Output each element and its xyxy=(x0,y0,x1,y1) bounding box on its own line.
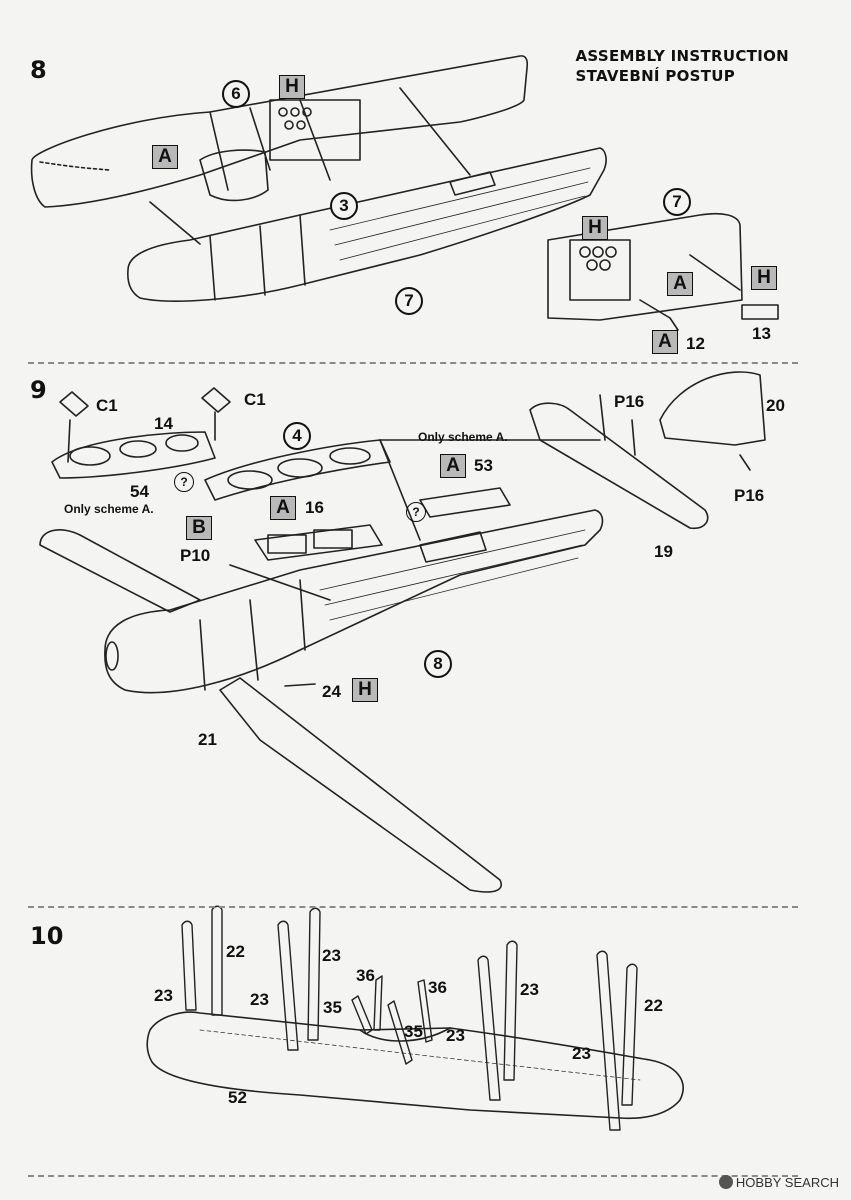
question-mark-2: ? xyxy=(406,502,426,522)
detail-code-h1: H xyxy=(582,216,608,240)
label-23-d: 23 xyxy=(446,1026,465,1045)
code-h24: H xyxy=(352,678,378,702)
title-line-2: STAVEBNÍ POSTUP xyxy=(575,67,736,85)
circle-4: 4 xyxy=(283,422,311,450)
label-23-b: 23 xyxy=(250,990,269,1009)
label-23-a: 23 xyxy=(154,986,173,1005)
label-12: 12 xyxy=(686,334,705,353)
divider-2 xyxy=(28,906,798,908)
code-a: A xyxy=(152,145,178,169)
label-c1-right: C1 xyxy=(244,390,266,409)
label-22-right: 22 xyxy=(644,996,663,1015)
question-mark-1: ? xyxy=(174,472,194,492)
canopy-parts xyxy=(51,387,511,561)
label-13: 13 xyxy=(752,324,771,343)
lower-fuselage-half xyxy=(127,87,607,302)
detail-circle-7: 7 xyxy=(663,188,691,216)
label-14: 14 xyxy=(154,414,173,433)
code-a53: A xyxy=(440,454,466,478)
divider-1 xyxy=(28,362,798,364)
cockpit-detail xyxy=(547,212,779,334)
upper-fuselage-half xyxy=(30,55,529,208)
label-23-f: 23 xyxy=(572,1044,591,1063)
label-p16-top: P16 xyxy=(614,392,645,411)
label-52: 52 xyxy=(228,1088,247,1107)
only-scheme-left: Only scheme A. xyxy=(64,502,154,516)
hobby-search-logo-icon xyxy=(718,1175,733,1189)
watermark: HOBBY SEARCH xyxy=(718,1175,839,1190)
assembly-title: ASSEMBLY INSTRUCTION STAVEBNÍ POSTUP xyxy=(576,46,789,86)
label-16: 16 xyxy=(305,498,324,517)
step-number-10: 10 xyxy=(30,922,64,950)
circle-3: 3 xyxy=(330,192,358,220)
only-scheme-right: Only scheme A. xyxy=(418,430,508,444)
step-number-8: 8 xyxy=(30,56,47,84)
label-20: 20 xyxy=(766,396,785,415)
code-a16: A xyxy=(270,496,296,520)
label-23-e: 23 xyxy=(520,980,539,999)
label-35-a: 35 xyxy=(323,998,342,1017)
circle-6: 6 xyxy=(222,80,250,108)
label-19: 19 xyxy=(654,542,673,561)
detail-code-h2: H xyxy=(751,266,777,290)
label-p16-bottom: P16 xyxy=(734,486,765,505)
step-number-9: 9 xyxy=(30,376,47,404)
struts xyxy=(181,905,638,1131)
divider-3 xyxy=(28,1175,798,1177)
detail-code-a2: A xyxy=(652,330,678,354)
label-24: 24 xyxy=(322,682,341,701)
detail-code-a1: A xyxy=(667,272,693,296)
label-22-left: 22 xyxy=(226,942,245,961)
label-p10: P10 xyxy=(180,546,211,565)
label-c1-left: C1 xyxy=(96,396,118,415)
title-line-1: ASSEMBLY INSTRUCTION xyxy=(575,47,789,65)
label-36-a: 36 xyxy=(356,966,375,985)
watermark-text: HOBBY SEARCH xyxy=(735,1175,839,1190)
label-35-b: 35 xyxy=(404,1022,423,1041)
label-21: 21 xyxy=(198,730,217,749)
code-h: H xyxy=(279,75,305,99)
label-53: 53 xyxy=(474,456,493,475)
code-b: B xyxy=(186,516,212,540)
assembled-fuselage xyxy=(39,371,766,893)
label-23-c: 23 xyxy=(322,946,341,965)
circle-8: 8 xyxy=(424,650,452,678)
circle-7: 7 xyxy=(395,287,423,315)
label-54: 54 xyxy=(130,482,149,501)
label-36-b: 36 xyxy=(428,978,447,997)
